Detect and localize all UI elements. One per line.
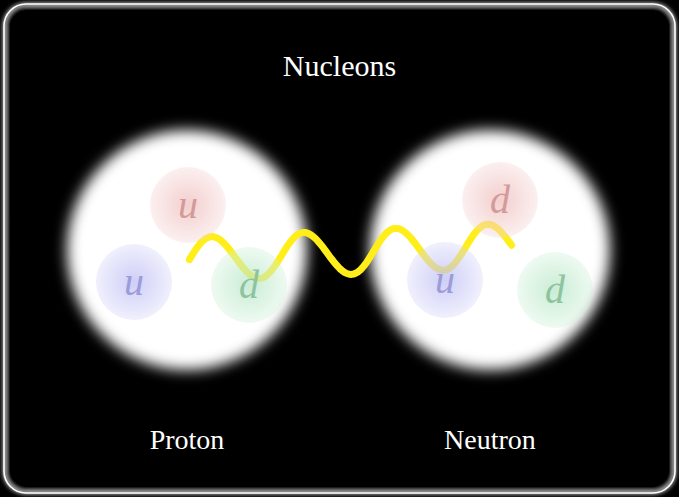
nucleon-label: Proton — [150, 425, 225, 456]
neutron-sphere — [370, 130, 610, 370]
quark-letter: u — [178, 185, 198, 225]
quark-letter: d — [545, 270, 565, 310]
quark-letter: d — [239, 265, 259, 305]
nucleon-node: Protonuud — [67, 130, 307, 370]
quark-circle: d — [211, 247, 287, 323]
nucleon-node: Neutrondud — [370, 130, 610, 370]
proton-sphere — [67, 130, 307, 370]
quark-circle: u — [407, 242, 483, 318]
diagram-title: Nucleons — [0, 48, 679, 84]
quark-letter: u — [435, 260, 455, 300]
quark-letter: d — [490, 180, 510, 220]
nucleon-label: Neutron — [444, 425, 536, 456]
quark-circle: u — [96, 244, 172, 320]
quark-circle: u — [150, 167, 226, 243]
quark-circle: d — [517, 252, 593, 328]
quark-circle: d — [462, 162, 538, 238]
quark-letter: u — [124, 262, 144, 302]
